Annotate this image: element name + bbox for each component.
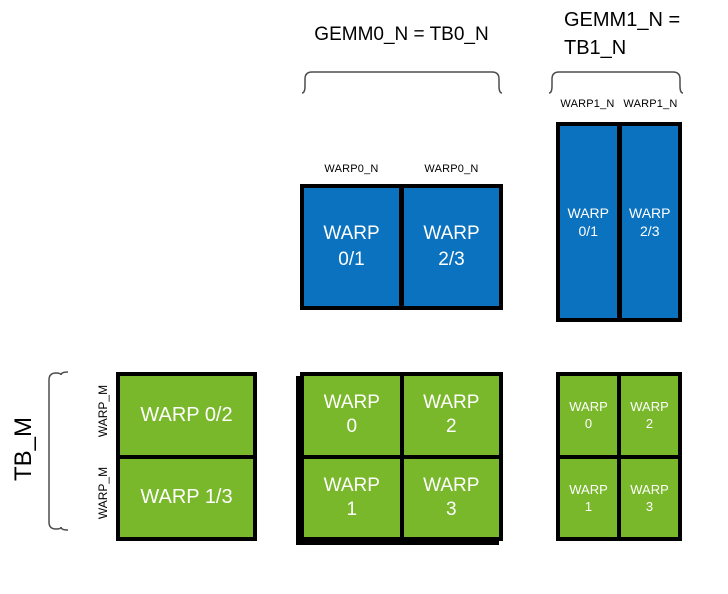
warp-cell-line2: 2 (445, 416, 457, 438)
warp-cell-1: WARP 1 (560, 458, 617, 537)
warp-cell-line2: 2 (645, 416, 654, 432)
warp-cell-2: WARP 2 (621, 376, 678, 455)
warp0-n-label-left: WARP0_N (324, 163, 379, 175)
gemm0-n-bracket (301, 71, 503, 94)
warp-cell-line1: WARP (630, 481, 669, 497)
tb-tile-left-block: WARP 0/2 WARP 1/3 (116, 372, 257, 541)
gemm1-n-line2: TB1_N (564, 37, 627, 59)
warp-cell-line1: WARP 1/3 (140, 486, 233, 509)
tb-m-label: TB_M (10, 417, 37, 482)
warp-cell-0: WARP 0 (304, 376, 400, 455)
warp-cell-0: WARP 0 (560, 376, 617, 455)
warp-cell-line1: WARP (423, 474, 480, 496)
warp-cell-line2: 3 (645, 498, 654, 514)
gemm1-n-label: GEMM1_N = TB1_N (564, 6, 714, 62)
warp-cell-13: WARP 1/3 (120, 458, 253, 537)
warp-cell-line1: WARP (323, 474, 380, 496)
warp1-n-label-right: WARP1_N (623, 98, 678, 110)
warp-cell-line2: 1 (584, 498, 593, 514)
warp1-n-label-left: WARP1_N (560, 98, 615, 110)
warp-cell-line2: 0 (346, 416, 358, 438)
gemm0-n-label: GEMM0_N = TB0_N (314, 24, 489, 45)
warp-cell-line1: WARP (323, 223, 380, 244)
gemm1-accumulator-block: WARP 0/1 WARP 2/3 (556, 122, 682, 322)
warp-cell-3: WARP 3 (403, 458, 499, 537)
warp-cell-02: WARP 0/2 (120, 376, 253, 455)
gemm0-accumulator-block: WARP 0/1 WARP 2/3 (300, 184, 503, 310)
warp-cell-line1: WARP (569, 399, 608, 415)
tb-tile-right-block: WARP 0 WARP 2 WARP 1 WARP 3 (556, 372, 682, 541)
warp-cell-line2: 0/1 (578, 223, 598, 239)
tb-tile-mid-block: WARP 0 WARP 2 WARP 1 WARP 3 (300, 372, 503, 541)
warp-cell-line1: WARP (323, 392, 380, 414)
gemm0-warp-cell-23: WARP 2/3 (404, 188, 499, 306)
warp-m-label-top: WARP_M (96, 384, 110, 438)
warp-cell-line2: 0 (584, 416, 593, 432)
warp-cell-line2: 1 (346, 498, 358, 520)
gemm1-n-line1: GEMM1_N = (564, 9, 681, 31)
warp-cell-1: WARP 1 (304, 458, 400, 537)
gemm1-warp-cell-23: WARP 2/3 (621, 126, 678, 318)
warp-cell-line1: WARP (629, 205, 671, 221)
warp-cell-2: WARP 2 (403, 376, 499, 455)
warp-m-label-bottom: WARP_M (96, 466, 110, 520)
warp-cell-line1: WARP (423, 223, 480, 244)
warp-cell-line1: WARP (423, 392, 480, 414)
warp-cell-line1: WARP (567, 205, 609, 221)
warp-cell-line2: 2/3 (640, 223, 660, 239)
warp-cell-3: WARP 3 (621, 458, 678, 537)
tb-m-bracket (48, 371, 69, 531)
warp-cell-line1: WARP (569, 481, 608, 497)
gemm1-n-bracket (548, 71, 684, 94)
warp-cell-line2: 0/1 (338, 249, 365, 270)
warp-cell-line2: 3 (445, 498, 457, 520)
gemm0-warp-cell-01: WARP 0/1 (304, 188, 399, 306)
warp-cell-line2: 2/3 (438, 249, 465, 270)
gemm1-warp-cell-01: WARP 0/1 (560, 126, 617, 318)
warp-cell-line1: WARP (630, 399, 669, 415)
warp0-n-label-right: WARP0_N (424, 163, 479, 175)
warp-cell-line1: WARP 0/2 (140, 403, 233, 426)
